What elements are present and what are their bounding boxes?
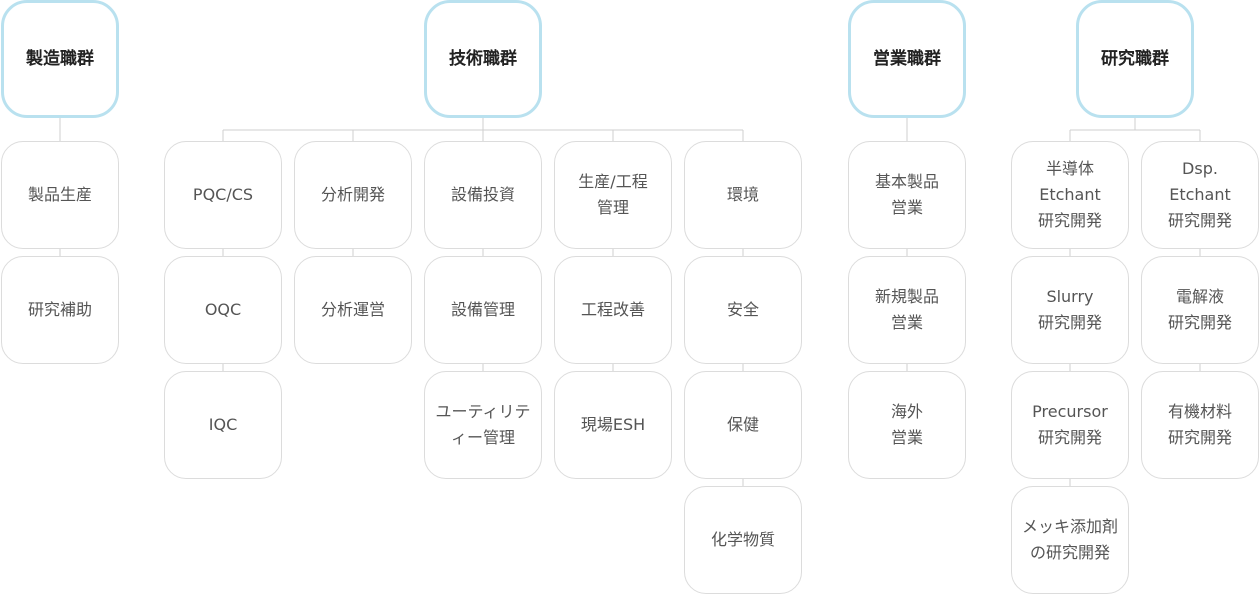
role-node: 半導体 Etchant 研究開発: [1011, 141, 1129, 249]
role-node: 分析開発: [294, 141, 412, 249]
role-node: 製品生産: [1, 141, 119, 249]
role-node: メッキ添加剤 の研究開発: [1011, 486, 1129, 594]
role-node: 化学物質: [684, 486, 802, 594]
role-node: ユーティリテ ィー管理: [424, 371, 542, 479]
role-node: PQC/CS: [164, 141, 282, 249]
role-node: 環境: [684, 141, 802, 249]
role-node: 海外 営業: [848, 371, 966, 479]
role-node: 設備管理: [424, 256, 542, 364]
role-node: OQC: [164, 256, 282, 364]
group-header: 技術職群: [424, 0, 542, 118]
role-node: 研究補助: [1, 256, 119, 364]
role-node: 新規製品 営業: [848, 256, 966, 364]
role-node: IQC: [164, 371, 282, 479]
role-node: 分析運営: [294, 256, 412, 364]
group-header: 製造職群: [1, 0, 119, 118]
role-node: 生産/工程 管理: [554, 141, 672, 249]
role-node: 安全: [684, 256, 802, 364]
role-node: 工程改善: [554, 256, 672, 364]
role-node: 電解液 研究開発: [1141, 256, 1259, 364]
role-node: Slurry 研究開発: [1011, 256, 1129, 364]
role-node: 現場ESH: [554, 371, 672, 479]
group-header: 研究職群: [1076, 0, 1194, 118]
role-node: 設備投資: [424, 141, 542, 249]
role-node: 基本製品 営業: [848, 141, 966, 249]
role-node: Dsp. Etchant 研究開発: [1141, 141, 1259, 249]
role-node: 有機材料 研究開発: [1141, 371, 1259, 479]
group-header: 営業職群: [848, 0, 966, 118]
role-node: Precursor 研究開発: [1011, 371, 1129, 479]
role-node: 保健: [684, 371, 802, 479]
